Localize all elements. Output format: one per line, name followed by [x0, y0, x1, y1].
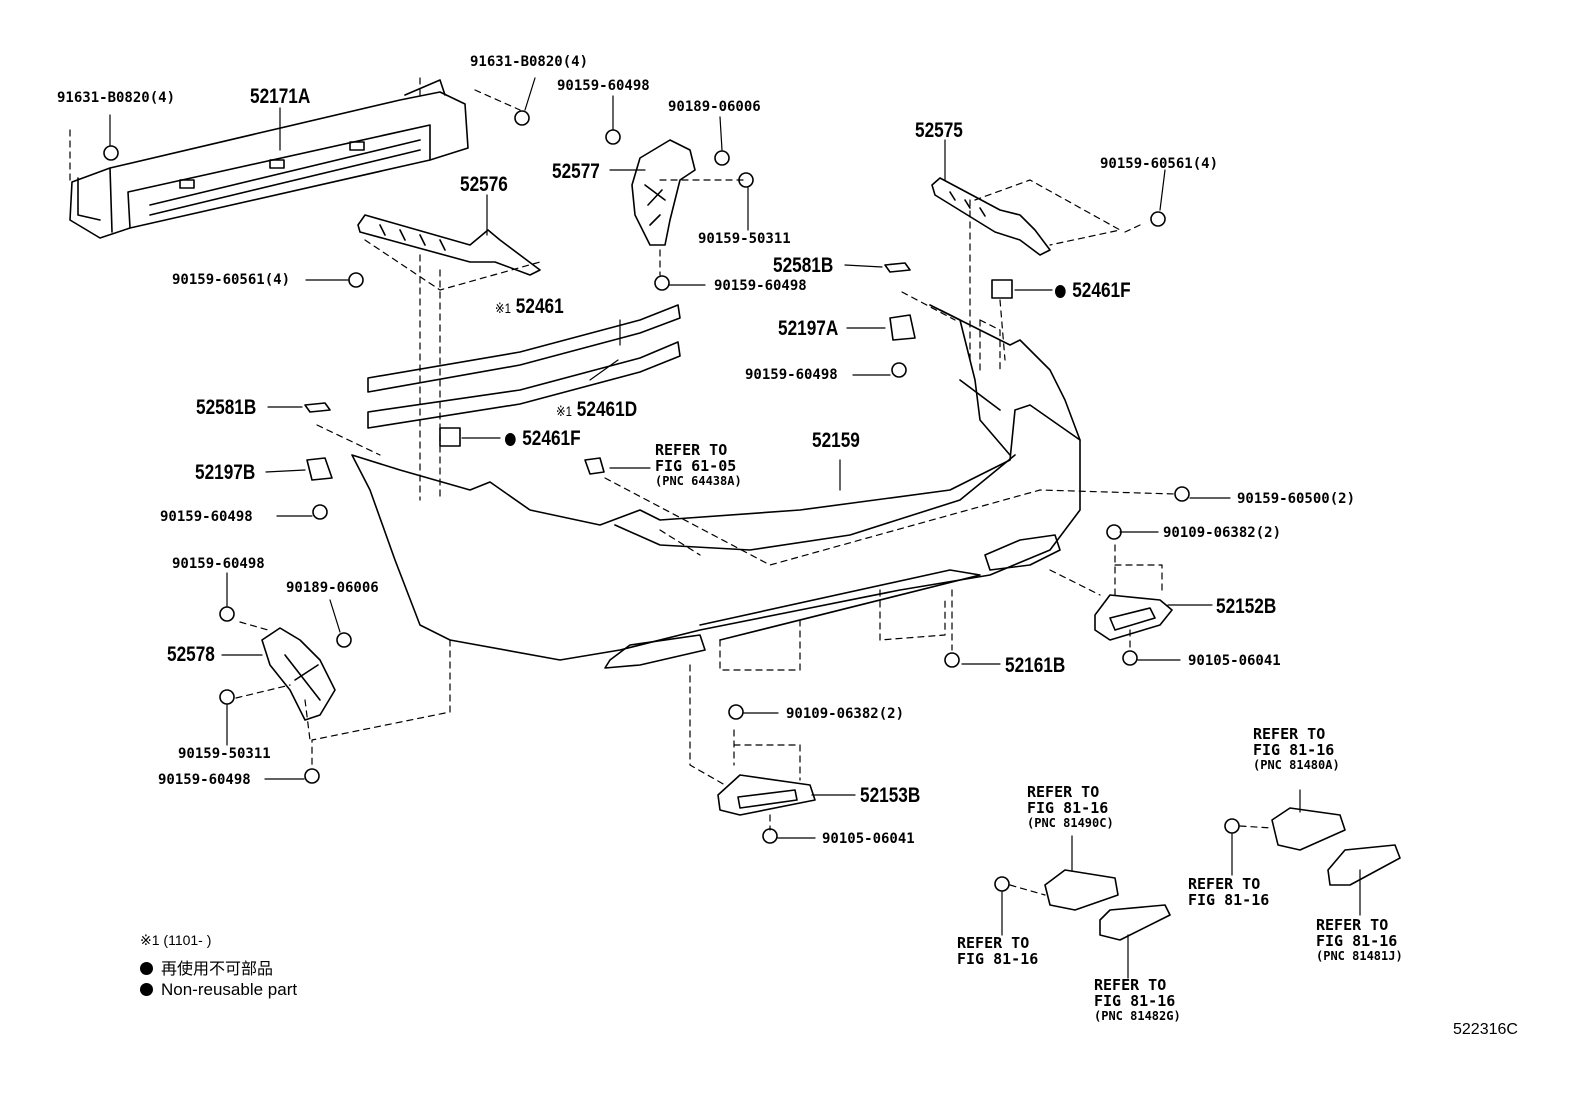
part-label-52461[interactable]: ※1 52461 [495, 296, 564, 319]
bracket-52575-drawing [931, 177, 1051, 256]
part-label-52461D[interactable]: ※1 52461D [556, 399, 637, 422]
refer-fig-81-16-a[interactable]: REFER TO FIG 81-16 [1188, 876, 1269, 908]
legend-note: ※1 (1101- ) [140, 932, 212, 948]
refer-line: FIG 81-16 [1027, 799, 1109, 817]
part-label-90189-06006-a[interactable]: 90189-06006 [668, 99, 761, 115]
part-label-52159[interactable]: 52159 [812, 429, 860, 452]
part-label-90109-06382-bottom[interactable]: 90109-06382(2) [786, 706, 905, 722]
bullet-dot-icon [140, 962, 153, 975]
refer-line: REFER TO [655, 441, 728, 459]
part-label-90109-06382-right[interactable]: 90109-06382(2) [1163, 525, 1282, 541]
part-label-91631-B0820-left[interactable]: 91631-B0820(4) [57, 90, 176, 106]
part-label-90159-60498-b[interactable]: 90159-60498 [714, 278, 807, 294]
refer-pnc-81480A[interactable]: REFER TO FIG 81-16 (PNC 81480A) [1253, 726, 1340, 772]
part-label-90105-06041-bottom[interactable]: 90105-06041 [822, 831, 915, 847]
part-label-52581B-left[interactable]: 52581B [196, 396, 257, 419]
refer-fig-81-16-b[interactable]: REFER TO FIG 81-16 [957, 935, 1038, 967]
bullet-dot-icon [140, 983, 153, 996]
part-label-52161B[interactable]: 52161B [1005, 654, 1066, 677]
refer-pnc-81481J[interactable]: REFER TO FIG 81-16 (PNC 81481J) [1316, 917, 1403, 963]
part-label-90159-60500[interactable]: 90159-60500(2) [1237, 491, 1356, 507]
refer-line: REFER TO [1094, 976, 1167, 994]
note-mark: ※1 [556, 403, 573, 419]
part-label-52575[interactable]: 52575 [915, 119, 963, 142]
refer-line: REFER TO [1316, 916, 1389, 934]
refer-line: FIG 81-16 [1094, 992, 1176, 1010]
refer-pnc: (PNC 64438A) [655, 474, 742, 488]
part-label-90159-60498-a[interactable]: 90159-60498 [557, 78, 650, 94]
part-label-90159-60498-e[interactable]: 90159-60498 [172, 556, 265, 572]
diagram-id: 522316C [1453, 1021, 1518, 1038]
part-label-52461-text: 52461 [515, 295, 564, 318]
refer-line: REFER TO [1253, 725, 1326, 743]
part-label-52152B[interactable]: 52152B [1216, 595, 1277, 618]
clips-and-fasteners [103, 110, 1240, 892]
part-label-90159-60561-right[interactable]: 90159-60561(4) [1100, 156, 1219, 172]
energy-absorber-strips [367, 304, 681, 429]
refer-line: FIG 81-16 [957, 950, 1039, 968]
non-reusable-dot-icon [505, 433, 516, 446]
bumper-cover-drawing [351, 304, 1081, 669]
refer-pnc: (PNC 81480A) [1253, 758, 1340, 772]
refer-fig-61-05[interactable]: REFER TO FIG 61-05 (PNC 64438A) [655, 442, 742, 488]
part-label-52461D-text: 52461D [576, 398, 638, 421]
part-label-52171A[interactable]: 52171A [250, 85, 311, 108]
refer-line: REFER TO [1027, 783, 1100, 801]
part-label-52197B[interactable]: 52197B [195, 461, 256, 484]
refer-pnc: (PNC 81490C) [1027, 816, 1114, 830]
part-label-52461F-left-text: 52461F [522, 427, 581, 450]
part-label-90159-60498-c[interactable]: 90159-60498 [745, 367, 838, 383]
part-label-52461F-right-text: 52461F [1072, 279, 1131, 302]
part-label-90159-60498-d[interactable]: 90159-60498 [160, 509, 253, 525]
bracket-52578-drawing [261, 627, 336, 721]
refer-line: REFER TO [1188, 875, 1261, 893]
part-label-52461F-left[interactable]: 52461F [505, 428, 581, 450]
bracket-52577-drawing [631, 139, 696, 246]
refer-line: FIG 81-16 [1188, 891, 1270, 909]
lamp-drawings [1044, 807, 1401, 941]
part-label-52461F-right[interactable]: 52461F [1055, 280, 1131, 302]
legend-en: Non-reusable part [140, 980, 297, 1000]
part-label-52581B-right[interactable]: 52581B [773, 254, 834, 277]
refer-pnc-81490C[interactable]: REFER TO FIG 81-16 (PNC 81490C) [1027, 784, 1114, 830]
leader-lines [109, 77, 1361, 979]
part-label-90159-60561-left[interactable]: 90159-60561(4) [172, 272, 291, 288]
part-label-90159-60498-f[interactable]: 90159-60498 [158, 772, 251, 788]
legend-en-text: Non-reusable part [161, 980, 298, 999]
note-mark: ※1 [495, 300, 512, 316]
part-label-90105-06041-right[interactable]: 90105-06041 [1188, 653, 1281, 669]
refer-pnc: (PNC 81482G) [1094, 1009, 1181, 1023]
non-reusable-dot-icon [1055, 285, 1066, 298]
legend-jp-text: 再使用不可部品 [161, 961, 274, 978]
refer-line: FIG 81-16 [1253, 741, 1335, 759]
part-label-52197A[interactable]: 52197A [778, 317, 839, 340]
refer-pnc: (PNC 81481J) [1316, 949, 1403, 963]
garnish-52153B-drawing [717, 774, 816, 816]
part-label-52577[interactable]: 52577 [552, 160, 600, 183]
refer-line: FIG 61-05 [655, 457, 737, 475]
part-label-52578[interactable]: 52578 [167, 643, 215, 666]
refer-pnc-81482G[interactable]: REFER TO FIG 81-16 (PNC 81482G) [1094, 977, 1181, 1023]
part-label-91631-B0820-right[interactable]: 91631-B0820(4) [470, 54, 589, 70]
bracket-52576-drawing [357, 214, 541, 276]
part-label-52576[interactable]: 52576 [460, 173, 508, 196]
refer-line: REFER TO [957, 934, 1030, 952]
dashed-assembly-lines [69, 74, 1273, 896]
part-label-90189-06006-b[interactable]: 90189-06006 [286, 580, 379, 596]
legend-jp: 再使用不可部品 [140, 955, 273, 979]
garnish-52152B-drawing [1094, 594, 1173, 641]
part-label-52153B[interactable]: 52153B [860, 784, 921, 807]
refer-line: FIG 81-16 [1316, 932, 1398, 950]
part-label-90159-50311-b[interactable]: 90159-50311 [178, 746, 271, 762]
reinforcement-beam-drawing [69, 79, 469, 239]
part-label-90159-50311-a[interactable]: 90159-50311 [698, 231, 791, 247]
